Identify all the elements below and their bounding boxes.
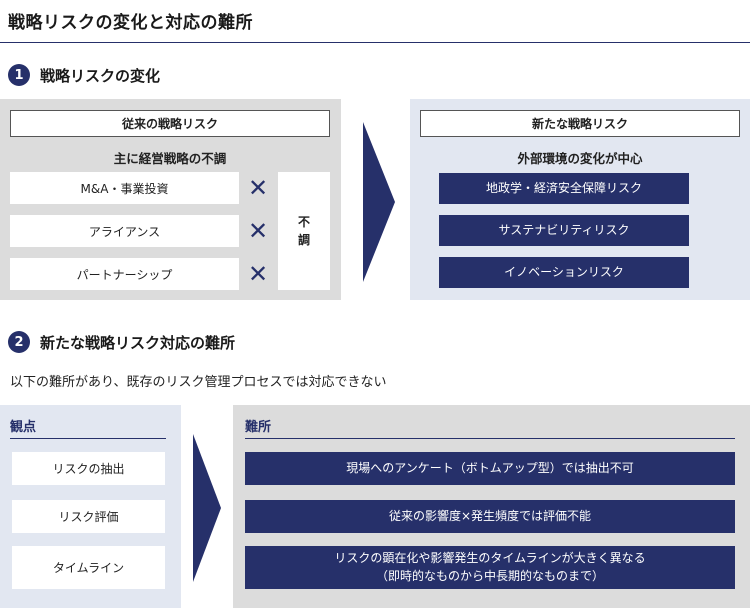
new-risk-item: サステナビリティリスク bbox=[439, 215, 689, 246]
new-risk-item: 地政学・経済安全保障リスク bbox=[439, 173, 689, 204]
title-divider bbox=[0, 42, 750, 43]
viewpoint-header: 観点 bbox=[10, 420, 37, 435]
difficulty-item-note: （即時的なものから中長期的なものまで） bbox=[375, 568, 604, 583]
traditional-risk-item: パートナーシップ bbox=[10, 258, 239, 290]
malfunction-label: 不 調 bbox=[278, 172, 330, 290]
new-risk-subheader: 外部環境の変化が中心 bbox=[517, 151, 643, 166]
viewpoint-header-divider bbox=[10, 438, 166, 439]
traditional-risk-item: M&A・事業投資 bbox=[10, 172, 239, 204]
difficulty-item: リスクの顕在化や影響発生のタイムラインが大きく異なる （即時的なものから中長期的… bbox=[245, 546, 735, 589]
viewpoint-item: リスクの抽出 bbox=[12, 452, 165, 485]
section-1-title: 戦略リスクの変化 bbox=[40, 67, 161, 85]
difficulty-item: 現場へのアンケート（ボトムアップ型）では抽出不可 bbox=[245, 452, 735, 485]
section-2-title: 新たな戦略リスク対応の難所 bbox=[40, 334, 236, 352]
traditional-risk-header: 従来の戦略リスク bbox=[10, 110, 330, 137]
difficulty-item-text: リスクの顕在化や影響発生のタイムラインが大きく異なる bbox=[334, 551, 646, 566]
cross-icon: ✕ bbox=[247, 174, 269, 202]
cross-icon: ✕ bbox=[247, 260, 269, 288]
malfunction-char-2: 調 bbox=[297, 233, 310, 247]
section-1-number-badge: 1 bbox=[8, 64, 30, 86]
difficulty-item-text: 現場へのアンケート（ボトムアップ型）では抽出不可 bbox=[346, 460, 634, 475]
page-title: 戦略リスクの変化と対応の難所 bbox=[8, 13, 253, 33]
section-2-number-badge: 2 bbox=[8, 331, 30, 353]
traditional-risk-subheader: 主に経営戦略の不調 bbox=[113, 151, 227, 166]
difficulty-header-divider bbox=[245, 438, 735, 439]
section-2-intro: 以下の難所があり、既存のリスク管理プロセスでは対応できない bbox=[10, 375, 387, 390]
new-risk-header: 新たな戦略リスク bbox=[420, 110, 740, 137]
traditional-risk-item: アライアンス bbox=[10, 215, 239, 247]
cross-icon: ✕ bbox=[247, 217, 269, 245]
malfunction-char-1: 不 bbox=[297, 215, 310, 229]
difficulty-header: 難所 bbox=[245, 420, 272, 435]
difficulty-item: 従来の影響度×発生頻度では評価不能 bbox=[245, 500, 735, 533]
difficulty-item-text: 従来の影響度×発生頻度では評価不能 bbox=[388, 508, 592, 523]
viewpoint-item: リスク評価 bbox=[12, 500, 165, 533]
chevron-right-arrow-icon bbox=[193, 434, 221, 582]
chevron-right-arrow-icon bbox=[363, 122, 395, 282]
viewpoint-item: タイムライン bbox=[12, 546, 165, 589]
new-risk-item: イノベーションリスク bbox=[439, 257, 689, 288]
